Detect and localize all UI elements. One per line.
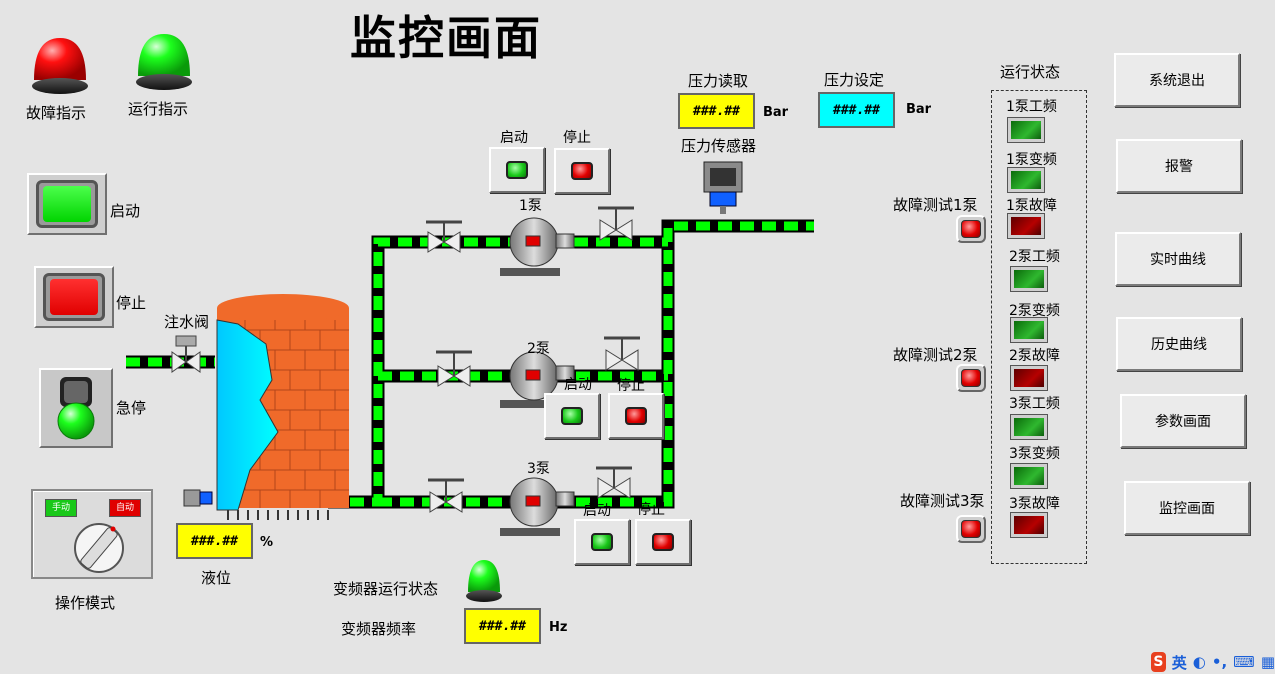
fault-test-1-label: 故障测试1泵 (893, 196, 978, 214)
status-indicator (1007, 117, 1045, 143)
inverter-freq-label: 变频器频率 (341, 620, 417, 638)
status-item-label: 3泵故障 (1009, 496, 1060, 512)
fault-test-3-label: 故障测试3泵 (900, 492, 985, 510)
pump3-stop-button[interactable] (635, 519, 691, 565)
level-label: 液位 (201, 569, 232, 587)
inverter-status-label: 变频器运行状态 (333, 580, 439, 598)
pressure-read-display: ###.## (678, 93, 755, 129)
level-unit: % (260, 535, 274, 550)
inverter-status-lamp-icon (466, 560, 502, 602)
punctuation-icon[interactable]: •, (1211, 653, 1228, 671)
status-item-label: 1泵故障 (1006, 198, 1057, 214)
main-start-button[interactable] (27, 173, 107, 235)
status-indicator (1010, 463, 1048, 489)
status-item-label: 1泵变频 (1006, 152, 1057, 168)
status-indicator (1007, 167, 1045, 193)
status-item-label: 2泵故障 (1009, 348, 1060, 364)
emergency-stop-label: 急停 (116, 399, 147, 417)
pump2-start-button[interactable] (544, 393, 600, 439)
process-diagram (126, 206, 814, 536)
main-stop-button[interactable] (34, 266, 114, 328)
mode-auto-tag: 自动 (109, 499, 141, 517)
fault-lamp-icon (32, 38, 88, 94)
rotary-switch-icon[interactable] (69, 521, 129, 575)
pressure-sensor-icon (703, 161, 743, 214)
status-item-label: 2泵变频 (1009, 303, 1060, 319)
status-panel (991, 90, 1087, 564)
status-item-label: 1泵工频 (1006, 99, 1057, 115)
pump3-start-label: 启动 (583, 503, 611, 519)
status-indicator (1010, 414, 1048, 440)
pump1-stop-button[interactable] (554, 148, 610, 194)
pump3-label: 3泵 (527, 461, 550, 477)
fault-test-2-button[interactable] (956, 364, 986, 392)
pump1-start-label: 启动 (500, 130, 528, 146)
main-stop-label: 停止 (116, 294, 147, 312)
emergency-stop-icon (57, 377, 95, 440)
status-indicator (1010, 512, 1048, 538)
pump2-label: 2泵 (527, 341, 550, 357)
pump2-stop-button[interactable] (608, 393, 664, 439)
ime-toolbar: S 英 ◐ •, ⌨ ▦ (1145, 650, 1275, 674)
pump3-stop-label: 停止 (637, 502, 665, 518)
inlet-valve-label: 注水阀 (164, 313, 210, 331)
pump-1-icon (500, 217, 575, 276)
pressure-set-unit: Bar (906, 102, 932, 117)
pump-2-icon (500, 351, 575, 408)
mode-label: 操作模式 (55, 594, 116, 612)
status-panel-title: 运行状态 (1000, 63, 1061, 81)
main-start-label: 启动 (110, 202, 141, 220)
mode-manual-tag: 手动 (45, 499, 77, 517)
inlet-valve-icon (171, 335, 201, 373)
pressure-read-unit: Bar (763, 105, 789, 120)
moon-icon[interactable]: ◐ (1192, 653, 1206, 671)
keyboard-icon[interactable]: ⌨ (1233, 653, 1255, 671)
level-display: ###.## (176, 523, 253, 559)
run-lamp-icon (136, 34, 192, 90)
nav-monitor-button[interactable]: 监控画面 (1124, 481, 1250, 535)
pressure-set-input[interactable]: ###.## (818, 92, 895, 128)
sogou-logo-icon[interactable]: S (1151, 652, 1166, 672)
status-item-label: 3泵工频 (1009, 396, 1060, 412)
pump1-start-button[interactable] (489, 147, 545, 193)
pump-3-icon (500, 477, 575, 536)
status-indicator (1010, 317, 1048, 343)
branch-valves-icon (426, 206, 640, 513)
pump1-stop-label: 停止 (563, 130, 591, 146)
ime-language-label[interactable]: 英 (1171, 653, 1187, 672)
nav-history-curve-button[interactable]: 历史曲线 (1116, 317, 1242, 371)
status-item-label: 2泵工频 (1009, 249, 1060, 265)
status-item-label: 3泵变频 (1009, 446, 1060, 462)
pressure-sensor-label: 压力传感器 (681, 137, 757, 155)
grid-icon[interactable]: ▦ (1260, 653, 1275, 671)
status-indicator (1010, 266, 1048, 292)
fault-indicator-label: 故障指示 (26, 104, 87, 122)
inverter-freq-display: ###.## (464, 608, 541, 644)
fault-test-2-label: 故障测试2泵 (893, 346, 978, 364)
pump2-stop-label: 停止 (617, 378, 645, 394)
nav-realtime-curve-button[interactable]: 实时曲线 (1115, 232, 1241, 286)
emergency-stop-button[interactable] (39, 368, 113, 448)
fault-test-1-button[interactable] (956, 215, 986, 243)
pump1-label: 1泵 (519, 198, 542, 214)
nav-parameter-button[interactable]: 参数画面 (1120, 394, 1246, 448)
level-sensor-icon (183, 489, 213, 507)
inverter-freq-unit: Hz (549, 620, 568, 635)
pump3-start-button[interactable] (574, 519, 630, 565)
pump2-start-label: 启动 (564, 377, 592, 393)
fault-test-3-button[interactable] (956, 515, 986, 543)
status-indicator (1010, 365, 1048, 391)
nav-exit-button[interactable]: 系统退出 (1114, 53, 1240, 107)
tank (216, 294, 349, 520)
mode-selector-panel[interactable]: 手动 自动 (31, 489, 153, 579)
page-title: 监控画面 (350, 11, 542, 65)
run-indicator-label: 运行指示 (128, 100, 189, 118)
pressure-set-label: 压力设定 (824, 71, 885, 89)
nav-alarm-button[interactable]: 报警 (1116, 139, 1242, 193)
status-indicator (1007, 213, 1045, 239)
pressure-read-label: 压力读取 (688, 72, 749, 90)
